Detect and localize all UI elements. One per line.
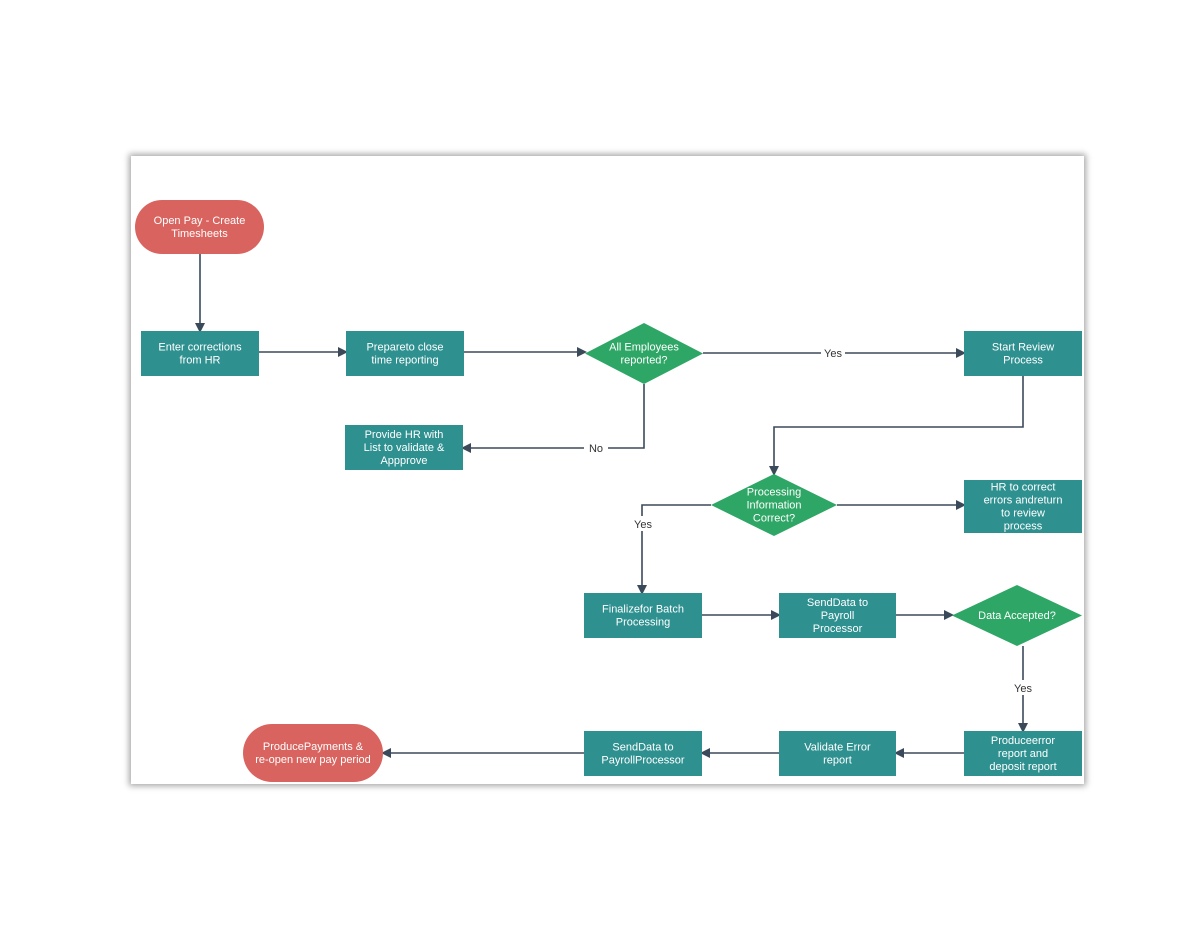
node-label-line: report and — [998, 748, 1048, 760]
node-label-line: HR to correct — [991, 482, 1056, 494]
connector-line — [637, 504, 711, 595]
node-label-line: Processing — [747, 487, 801, 499]
process-box[interactable] — [779, 593, 896, 638]
node-label-line: Information — [746, 500, 801, 512]
edge-data-accepted-to-produce-error: Yes — [1011, 646, 1035, 733]
edge-label-background — [1011, 680, 1035, 695]
edge-label: Yes — [824, 348, 842, 360]
process-box[interactable] — [964, 480, 1082, 533]
edge-label: Yes — [1014, 683, 1032, 695]
node-label-line: Produceerror — [991, 735, 1056, 747]
node-label-line: Enter corrections — [158, 342, 242, 354]
node-label-line: report — [823, 755, 852, 767]
edge-label-background — [821, 345, 845, 360]
node-label-line: Process — [1003, 355, 1043, 367]
node-label-line: Finalizefor Batch — [602, 604, 684, 616]
decision-diamond[interactable] — [585, 323, 703, 384]
node-label-line: time reporting — [371, 355, 438, 367]
node-label-line: SendData to — [612, 742, 673, 754]
node-label-line: deposit report — [989, 761, 1056, 773]
node-label-line: Processing — [616, 617, 670, 629]
node-label-line: re-open new pay period — [255, 754, 371, 766]
node-label-line: process — [1004, 521, 1043, 533]
node-label-line: PayrollProcessor — [601, 755, 684, 767]
node-label-line: Provide HR with — [365, 429, 444, 441]
node-data-accepted[interactable]: Data Accepted? — [952, 585, 1082, 646]
edge-label-background — [631, 516, 655, 531]
process-box[interactable] — [779, 731, 896, 776]
node-label-line: Processor — [813, 623, 863, 635]
node-label-line: Data Accepted? — [978, 610, 1056, 622]
decision-diamond[interactable] — [952, 585, 1082, 646]
node-label-line: Timesheets — [171, 228, 228, 240]
node-label-line: Prepareto close — [366, 342, 443, 354]
terminal-pill[interactable] — [135, 200, 264, 254]
process-box[interactable] — [345, 425, 463, 470]
node-label-line: Correct? — [753, 513, 795, 525]
edge-all-employees-to-provide-hr: No — [461, 384, 645, 455]
process-box[interactable] — [346, 331, 464, 376]
process-box[interactable] — [584, 731, 702, 776]
node-label-line: All Employees — [609, 342, 679, 354]
connector-line — [769, 376, 1024, 476]
node-label-line: Open Pay - Create — [154, 215, 246, 227]
node-label-line: Appprove — [380, 455, 427, 467]
edge-label: No — [589, 443, 603, 455]
connector-line — [461, 384, 645, 453]
decision-diamond[interactable] — [711, 474, 837, 536]
terminal-pill[interactable] — [243, 724, 383, 782]
process-box[interactable] — [964, 331, 1082, 376]
node-label-line: List to validate & — [364, 442, 445, 454]
node-label-line: SendData to — [807, 597, 868, 609]
process-box[interactable] — [141, 331, 259, 376]
edge-all-employees-to-start-review: Yes — [703, 345, 966, 360]
node-label-line: from HR — [180, 355, 221, 367]
edge-processing-correct-to-finalize-batch: Yes — [631, 504, 711, 595]
node-label-line: errors andreturn — [984, 495, 1063, 507]
edge-start-review-to-processing-correct — [769, 376, 1024, 476]
edge-label: Yes — [634, 519, 652, 531]
process-box[interactable] — [584, 593, 702, 638]
edge-label-background — [584, 440, 608, 455]
node-label-line: Start Review — [992, 342, 1054, 354]
node-label-line: ProducePayments & — [263, 741, 364, 753]
node-label-line: to review — [1001, 508, 1045, 520]
node-label-line: reported? — [620, 355, 667, 367]
process-box[interactable] — [964, 731, 1082, 776]
node-label-line: Validate Error — [804, 742, 871, 754]
node-label-line: Payroll — [821, 610, 855, 622]
node-produce-payments[interactable]: ProducePayments &re-open new pay period — [243, 724, 383, 782]
